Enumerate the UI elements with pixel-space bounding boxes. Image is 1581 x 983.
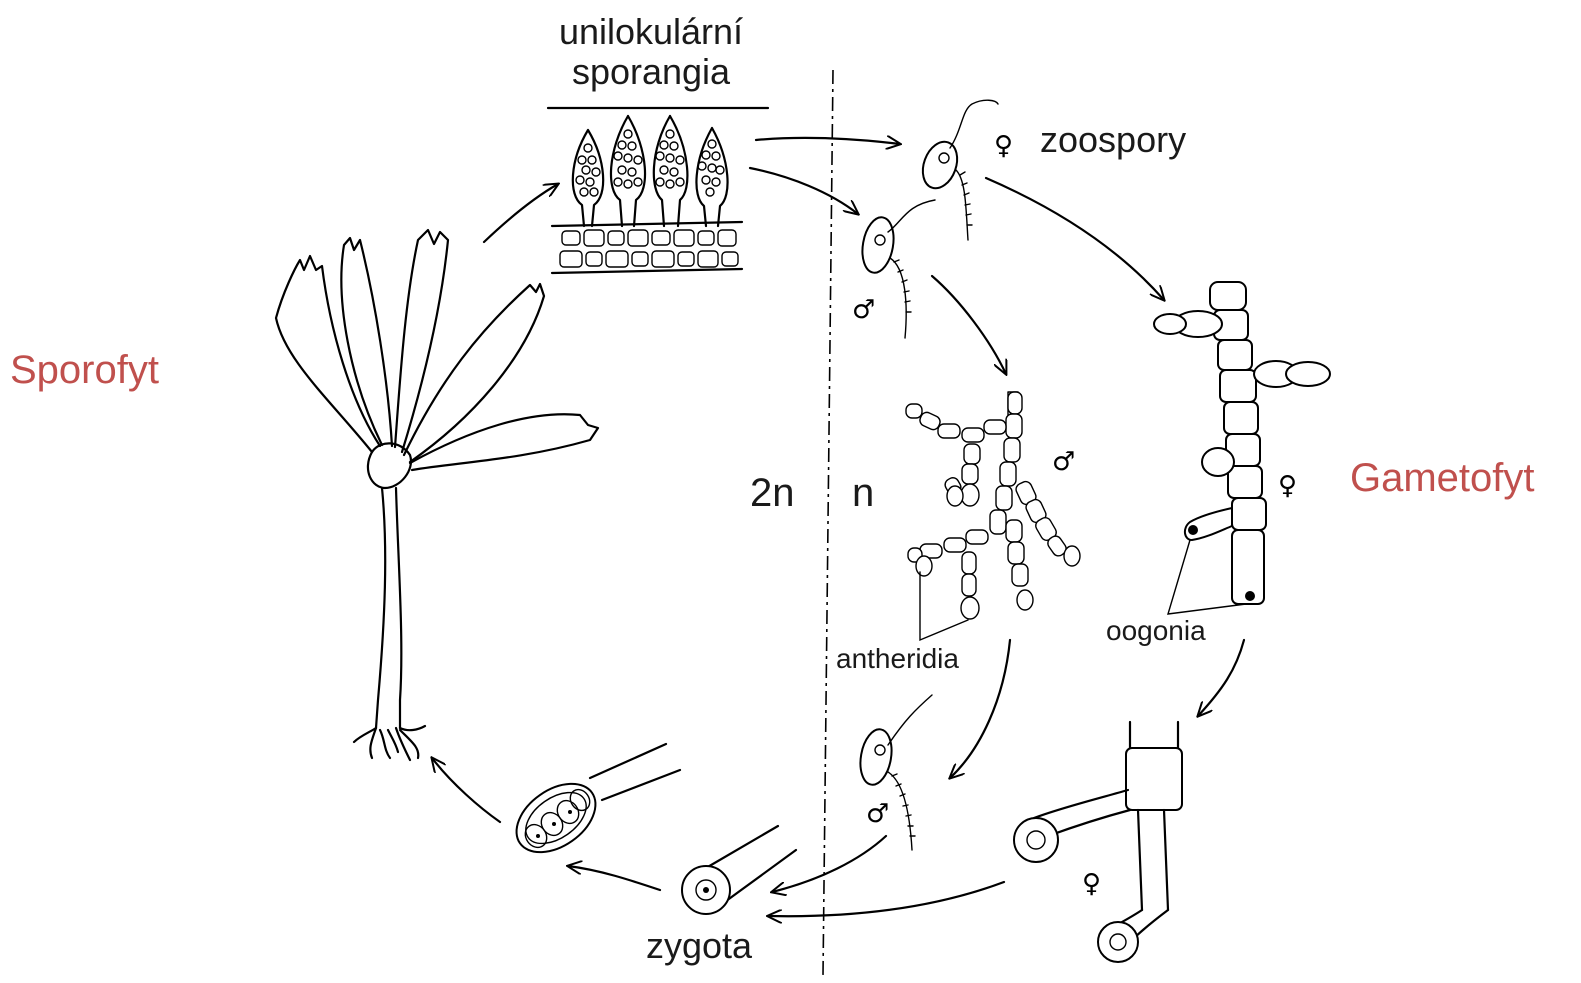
arrow-sporangia-to-male-zoospore [750, 168, 858, 214]
male-gametophyte-drawing [906, 392, 1080, 640]
arrow-antheridia-to-sperm [950, 640, 1010, 778]
arrow-female-zoospore-to-gametophyte [986, 178, 1164, 300]
arrow-egg-to-zygote [768, 882, 1004, 916]
female-symbol-zoospore: ♀ [994, 131, 1013, 161]
female-gametophyte-drawing [1154, 282, 1330, 614]
label-zoospory: zoospory [1040, 119, 1186, 160]
label-sporangia-line2: sporangia [572, 51, 731, 92]
label-antheridia: antheridia [836, 643, 959, 674]
label-gametofyt: Gametofyt [1350, 456, 1535, 500]
male-symbol-sperm: ♂ [866, 799, 889, 829]
label-ploidy-2n: 2n [750, 471, 795, 515]
label-sporangia-line1: unilokulární [559, 11, 743, 52]
arrow-plant-to-sporangia [484, 184, 558, 242]
fertilization-drawing [1014, 722, 1182, 962]
label-ploidy-n: n [852, 471, 874, 515]
label-oogonia: oogonia [1106, 615, 1206, 646]
arrow-zygote-to-germling [568, 866, 660, 890]
zygote-drawing [682, 826, 796, 914]
sporophyte-plant-drawing [276, 230, 598, 760]
arrow-oogonia-to-egg [1198, 640, 1244, 716]
arrow-sporangia-to-female-zoospore [756, 138, 900, 144]
male-symbol-gametophyte: ♂ [1052, 447, 1075, 477]
zoospore-female-drawing [917, 100, 998, 240]
unilocular-sporangia-drawing [548, 108, 768, 273]
ploidy-divider-line [823, 70, 833, 975]
label-zygota: zygota [646, 925, 753, 966]
label-sporofyt: Sporofyt [10, 348, 159, 392]
female-symbol-egg: ♀ [1082, 869, 1101, 899]
arrow-germling-to-plant [432, 758, 500, 822]
female-symbol-gametophyte: ♀ [1278, 471, 1297, 501]
arrow-male-zoospore-to-gametophyte [932, 276, 1006, 374]
male-symbol-zoospore: ♂ [852, 295, 875, 325]
arrow-sperm-to-zygote [772, 836, 886, 892]
germinating-zygote-drawing [504, 744, 680, 866]
